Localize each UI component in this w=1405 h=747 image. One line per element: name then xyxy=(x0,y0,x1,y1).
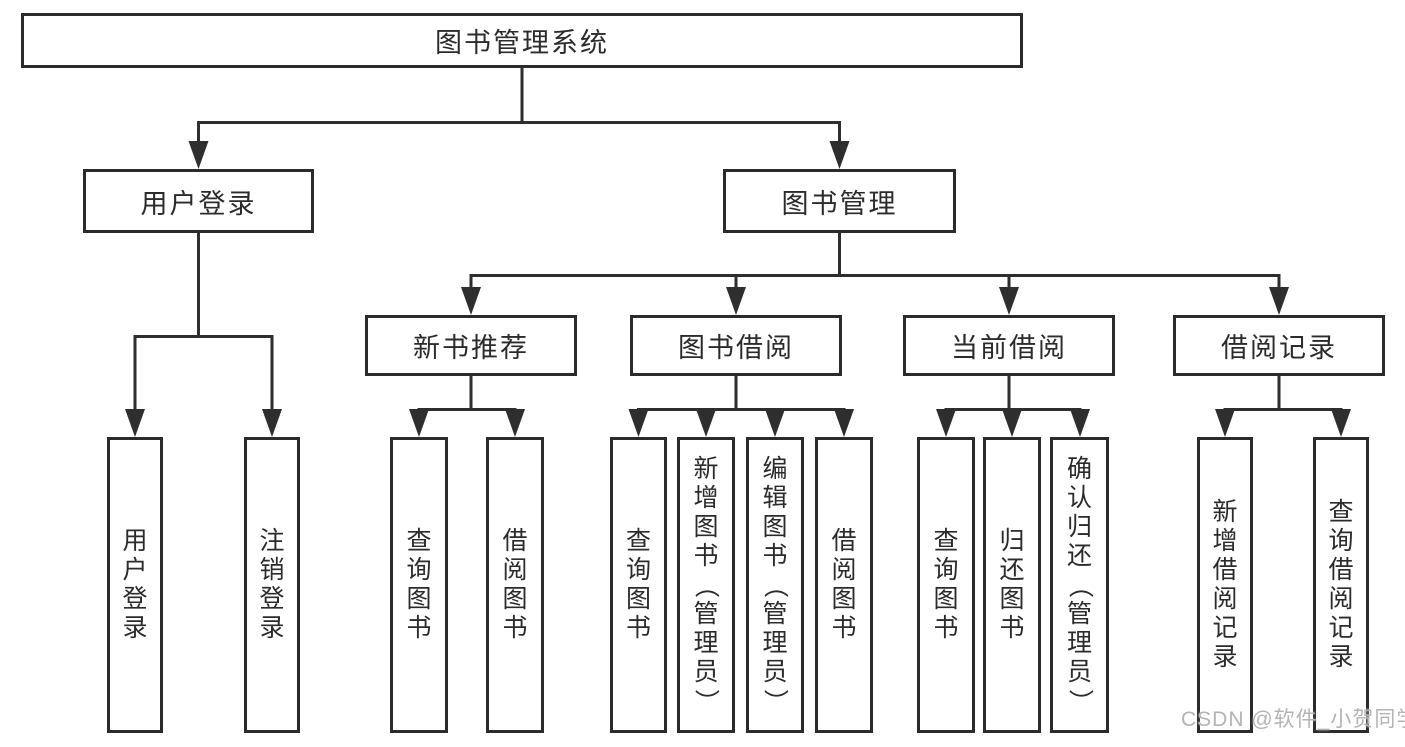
node-label: 图书管理系统 xyxy=(435,28,609,58)
leaf-borrow-borrow-books: 借阅图书 xyxy=(815,437,873,733)
connector-bookmgmt-to-level3 xyxy=(469,233,1281,288)
node-current-borrow: 当前借阅 xyxy=(903,315,1115,376)
connector-bookborrow-to-leaves xyxy=(637,376,846,411)
node-label: 用户登录 xyxy=(140,188,257,219)
arrowheads xyxy=(125,141,1351,437)
node-label: 新书推荐 xyxy=(413,333,529,363)
node-user-login: 用户登录 xyxy=(83,169,314,233)
leaf-borrow-query-books: 查询图书 xyxy=(610,437,667,733)
leaf-logout: 注销登录 xyxy=(244,437,300,733)
connector-records-to-leaves xyxy=(1223,376,1343,411)
connector-currentborrow-to-leaves xyxy=(944,376,1082,411)
csdn-watermark: CSDN @软件_小贺同学 xyxy=(1181,708,1405,731)
leaf-borrow-add-books-admin: 新增图书（管理员） xyxy=(677,437,735,733)
leaf-current-return-books: 归还图书 xyxy=(983,437,1041,733)
connector-newbook-to-leaves xyxy=(417,376,517,411)
leaf-current-query-books: 查询图书 xyxy=(917,437,975,733)
node-label: 借阅记录 xyxy=(1221,333,1337,363)
leaf-records-add-record: 新增借阅记录 xyxy=(1197,437,1253,733)
node-book-borrow: 图书借阅 xyxy=(630,315,842,376)
node-book-management: 图书管理 xyxy=(723,169,956,233)
node-label: 当前借阅 xyxy=(951,333,1067,363)
node-borrow-records: 借阅记录 xyxy=(1173,315,1385,376)
leaf-records-query-record: 查询借阅记录 xyxy=(1313,437,1369,733)
leaf-newbook-borrow-books: 借阅图书 xyxy=(486,437,544,733)
leaf-user-login: 用户登录 xyxy=(107,437,163,733)
node-library-management-system: 图书管理系统 xyxy=(21,13,1023,68)
node-label: 图书借阅 xyxy=(678,333,794,363)
connector-userlogin-to-leaves xyxy=(133,233,274,410)
leaf-newbook-query-books: 查询图书 xyxy=(390,437,448,733)
node-label: 图书管理 xyxy=(781,188,898,219)
leaf-current-confirm-return-admin: 确认归还（管理员） xyxy=(1050,437,1109,733)
connector-root-to-level2 xyxy=(197,68,841,142)
leaf-borrow-edit-books-admin: 编辑图书（管理员） xyxy=(746,437,804,733)
node-new-book-recommend: 新书推荐 xyxy=(365,315,577,376)
